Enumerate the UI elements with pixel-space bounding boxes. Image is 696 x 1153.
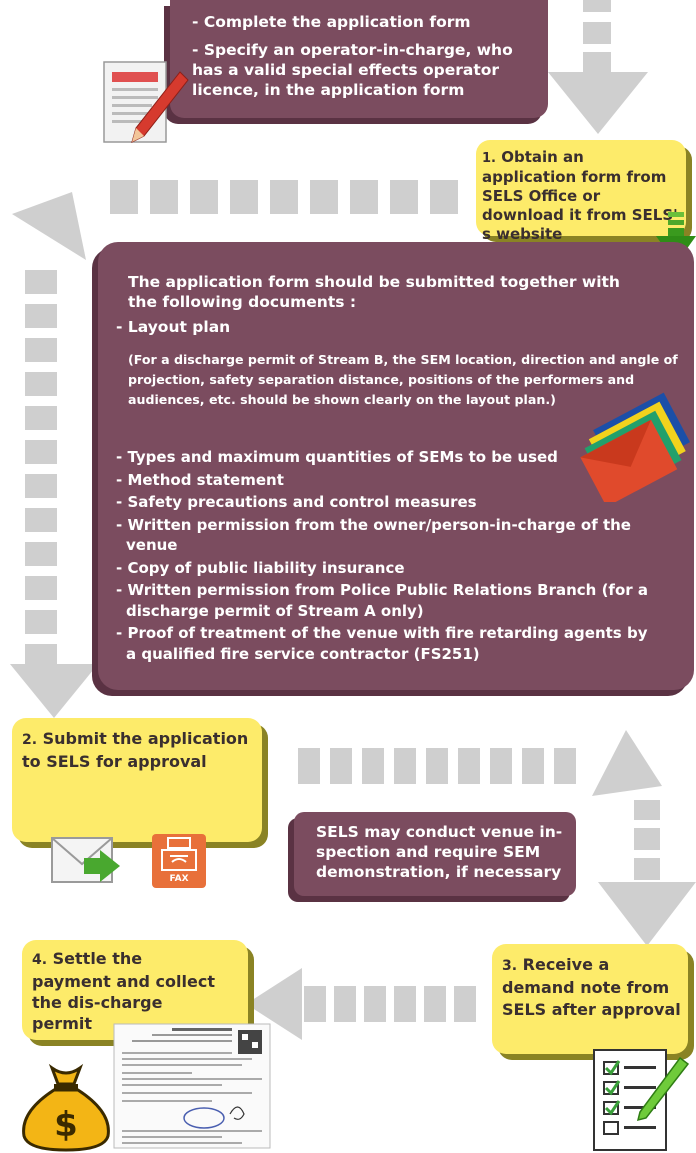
step-2-box: 2. Submit the application to SELS for ap… bbox=[12, 718, 262, 842]
documents-item-layout-plan: - Layout plan bbox=[116, 318, 231, 336]
top-instruction-2: - Specify an operator-in-charge, who has… bbox=[192, 41, 513, 99]
fax-icon: FAX bbox=[152, 834, 206, 888]
envelopes-icon bbox=[580, 392, 691, 502]
checklist-icon bbox=[593, 1049, 690, 1151]
form-pen-icon bbox=[103, 61, 189, 143]
step-4-number: 4. bbox=[32, 952, 48, 968]
documents-item: - Types and maximum quantities of SEMs t… bbox=[116, 448, 558, 466]
step-3-text: Receive a demand note from SELS after ap… bbox=[502, 955, 681, 1019]
step-1-text: Obtain an application form from SELS Off… bbox=[482, 148, 678, 243]
step-2-text: Submit the application to SELS for appro… bbox=[22, 729, 249, 771]
documents-item: - Written permission from the owner/pers… bbox=[116, 515, 631, 555]
step-2-number: 2. bbox=[22, 732, 38, 748]
step-3-number: 3. bbox=[502, 958, 518, 974]
instructions-box-top: - Complete the application form - Specif… bbox=[170, 0, 548, 118]
inspection-text: SELS may conduct venue in-spection and r… bbox=[316, 823, 563, 881]
svg-text:$: $ bbox=[54, 1105, 78, 1145]
step-4-box: 4. Settle the payment and collect the di… bbox=[22, 940, 248, 1040]
money-bag-icon: $ bbox=[22, 1063, 110, 1152]
fax-label: FAX bbox=[169, 874, 189, 884]
step-1-number: 1. bbox=[482, 151, 496, 166]
documents-item: - Copy of public liability insurance bbox=[116, 558, 405, 577]
permit-document-icon bbox=[113, 1023, 271, 1149]
email-forward-icon bbox=[51, 837, 120, 883]
step-3-box: 3. Receive a demand note from SELS after… bbox=[492, 944, 688, 1054]
inspection-box: SELS may conduct venue in-spection and r… bbox=[294, 812, 576, 896]
top-instruction-1: - Complete the application form bbox=[192, 13, 471, 31]
step-4-text: Settle the payment and collect the dis-c… bbox=[32, 949, 215, 1033]
step-1-box: 1. Obtain an application form from SELS … bbox=[476, 140, 686, 243]
layout-plan-note: (For a discharge permit of Stream B, the… bbox=[128, 352, 678, 407]
documents-item: - Written permission from Police Public … bbox=[116, 581, 649, 620]
documents-item: - Method statement bbox=[116, 470, 284, 489]
documents-item: - Proof of treatment of the venue with f… bbox=[116, 624, 648, 663]
documents-intro: The application form should be submitted… bbox=[128, 273, 620, 311]
documents-item: - Safety precautions and control measure… bbox=[116, 493, 477, 511]
